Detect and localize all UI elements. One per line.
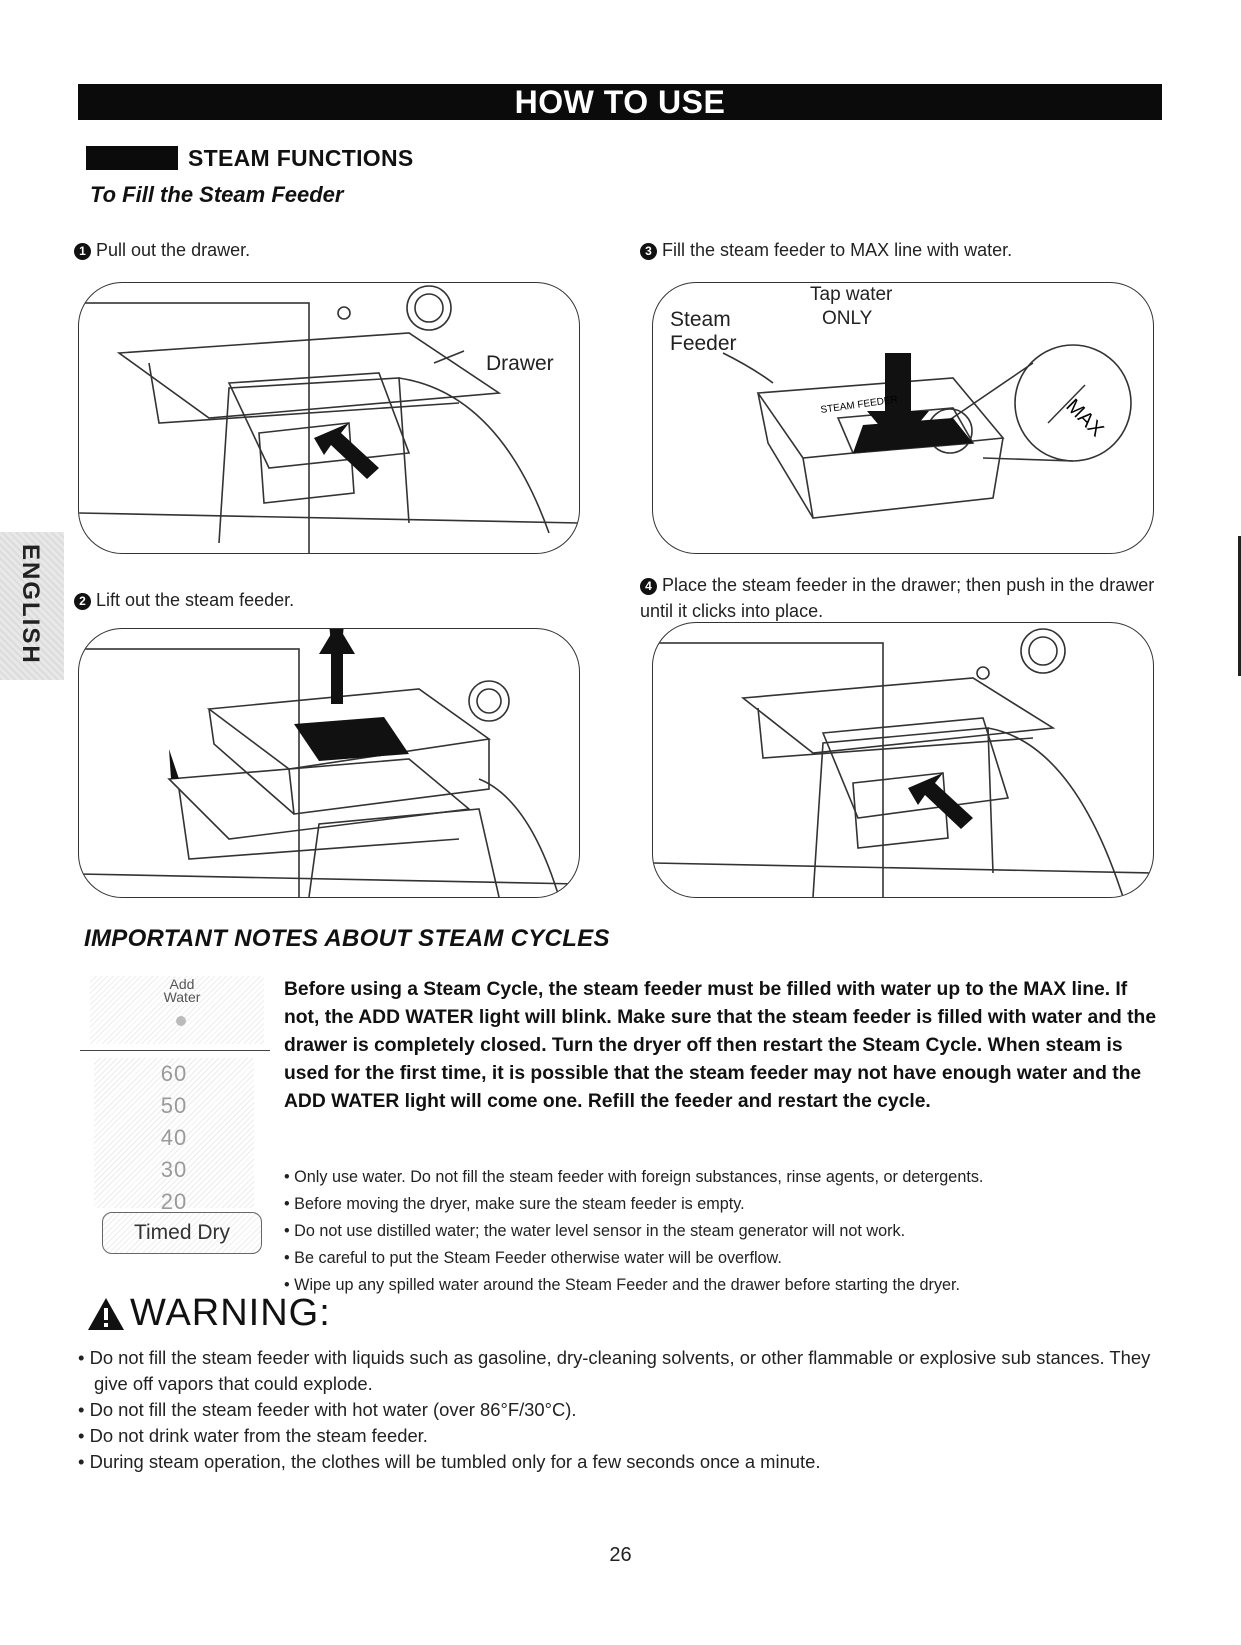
page-subtitle: To Fill the Steam Feeder	[90, 182, 344, 207]
add-water-label: Add Water	[152, 976, 212, 1005]
list-item: Do not fill the steam feeder with liquid…	[78, 1345, 1178, 1397]
section-marker	[86, 146, 178, 170]
list-item: Be careful to put the Steam Feeder other…	[284, 1245, 1184, 1272]
notes-bullet-list: Only use water. Do not fill the steam fe…	[284, 1164, 1184, 1299]
add-water-indicator-icon	[176, 1016, 186, 1026]
list-item: Wipe up any spilled water around the Ste…	[284, 1272, 1184, 1299]
add-water-area	[90, 976, 264, 1044]
only-label: ONLY	[822, 308, 873, 329]
fill-feeder-illustration: STEAM FEEDER MAX	[722, 344, 1132, 519]
notes-title: IMPORTANT NOTES ABOUT STEAM CYCLES	[84, 925, 610, 952]
warning-list: Do not fill the steam feeder with liquid…	[78, 1345, 1178, 1475]
step-text: Fill the steam feeder to MAX line with w…	[662, 240, 1013, 260]
list-item: Before moving the dryer, make sure the s…	[284, 1191, 1184, 1218]
lift-feeder-illustration	[79, 629, 579, 897]
figure-lift-feeder	[78, 628, 580, 898]
step-3: 3 Fill the steam feeder to MAX line with …	[640, 240, 1012, 261]
drawer-illustration	[79, 285, 579, 553]
section-banner: HOW TO USE	[78, 84, 1162, 120]
notes-bold-paragraph: Before using a Steam Cycle, the steam fe…	[284, 979, 1157, 1112]
figure-insert-feeder	[652, 622, 1154, 898]
warning-icon	[88, 1298, 124, 1330]
figure-pull-drawer	[78, 282, 580, 554]
panel-divider	[80, 1050, 270, 1051]
control-panel-illustration: Add Water 60 50 40 30 20 Timed Dry	[80, 976, 270, 1276]
list-item: Do not fill the steam feeder with hot wa…	[78, 1397, 1178, 1423]
number-60: 60	[160, 1061, 188, 1086]
step-text: Place the steam feeder in the drawer; th…	[640, 575, 1155, 621]
page-number: 26	[609, 1544, 632, 1566]
step-1: 1 Pull out the drawer.	[74, 240, 250, 261]
timed-dry-button: Timed Dry	[102, 1212, 262, 1254]
feeder-label: Feeder	[670, 332, 737, 355]
step-number: 1	[74, 243, 91, 260]
step-number: 4	[640, 578, 657, 595]
water-text: Water	[163, 989, 201, 1005]
list-item: Do not drink water from the steam feeder…	[78, 1423, 1178, 1449]
add-text: Add	[169, 976, 195, 992]
number-50: 50	[160, 1093, 188, 1118]
step-text: Pull out the drawer.	[96, 240, 251, 260]
language-tab-label: ENGLISH	[17, 544, 44, 665]
insert-feeder-illustration	[653, 628, 1153, 897]
list-item: During steam operation, the clothes will…	[78, 1449, 1178, 1475]
section-title: STEAM FUNCTIONS	[188, 145, 414, 171]
timed-dry-numbers: 60 50 40 30 20	[94, 1058, 254, 1214]
steam-label: Steam	[670, 308, 731, 331]
tap-water-label: Tap water	[810, 284, 893, 305]
number-30: 30	[160, 1157, 188, 1182]
drawer-label: Drawer	[484, 352, 556, 376]
figure-fill-feeder: STEAM FEEDER MAX	[652, 282, 1154, 554]
step-number: 3	[640, 243, 657, 260]
number-40: 40	[160, 1125, 188, 1150]
list-item: Only use water. Do not fill the steam fe…	[284, 1164, 1184, 1191]
number-20: 20	[160, 1189, 188, 1214]
step-number: 2	[74, 593, 91, 610]
step-text: Lift out the steam feeder.	[96, 590, 295, 610]
language-tab: ENGLISH	[0, 532, 64, 680]
list-item: Do not use distilled water; the water le…	[284, 1218, 1184, 1245]
step-2: 2 Lift out the steam feeder.	[74, 590, 294, 611]
warning-title: WARNING:	[130, 1292, 331, 1334]
edge-marker	[1238, 536, 1241, 676]
